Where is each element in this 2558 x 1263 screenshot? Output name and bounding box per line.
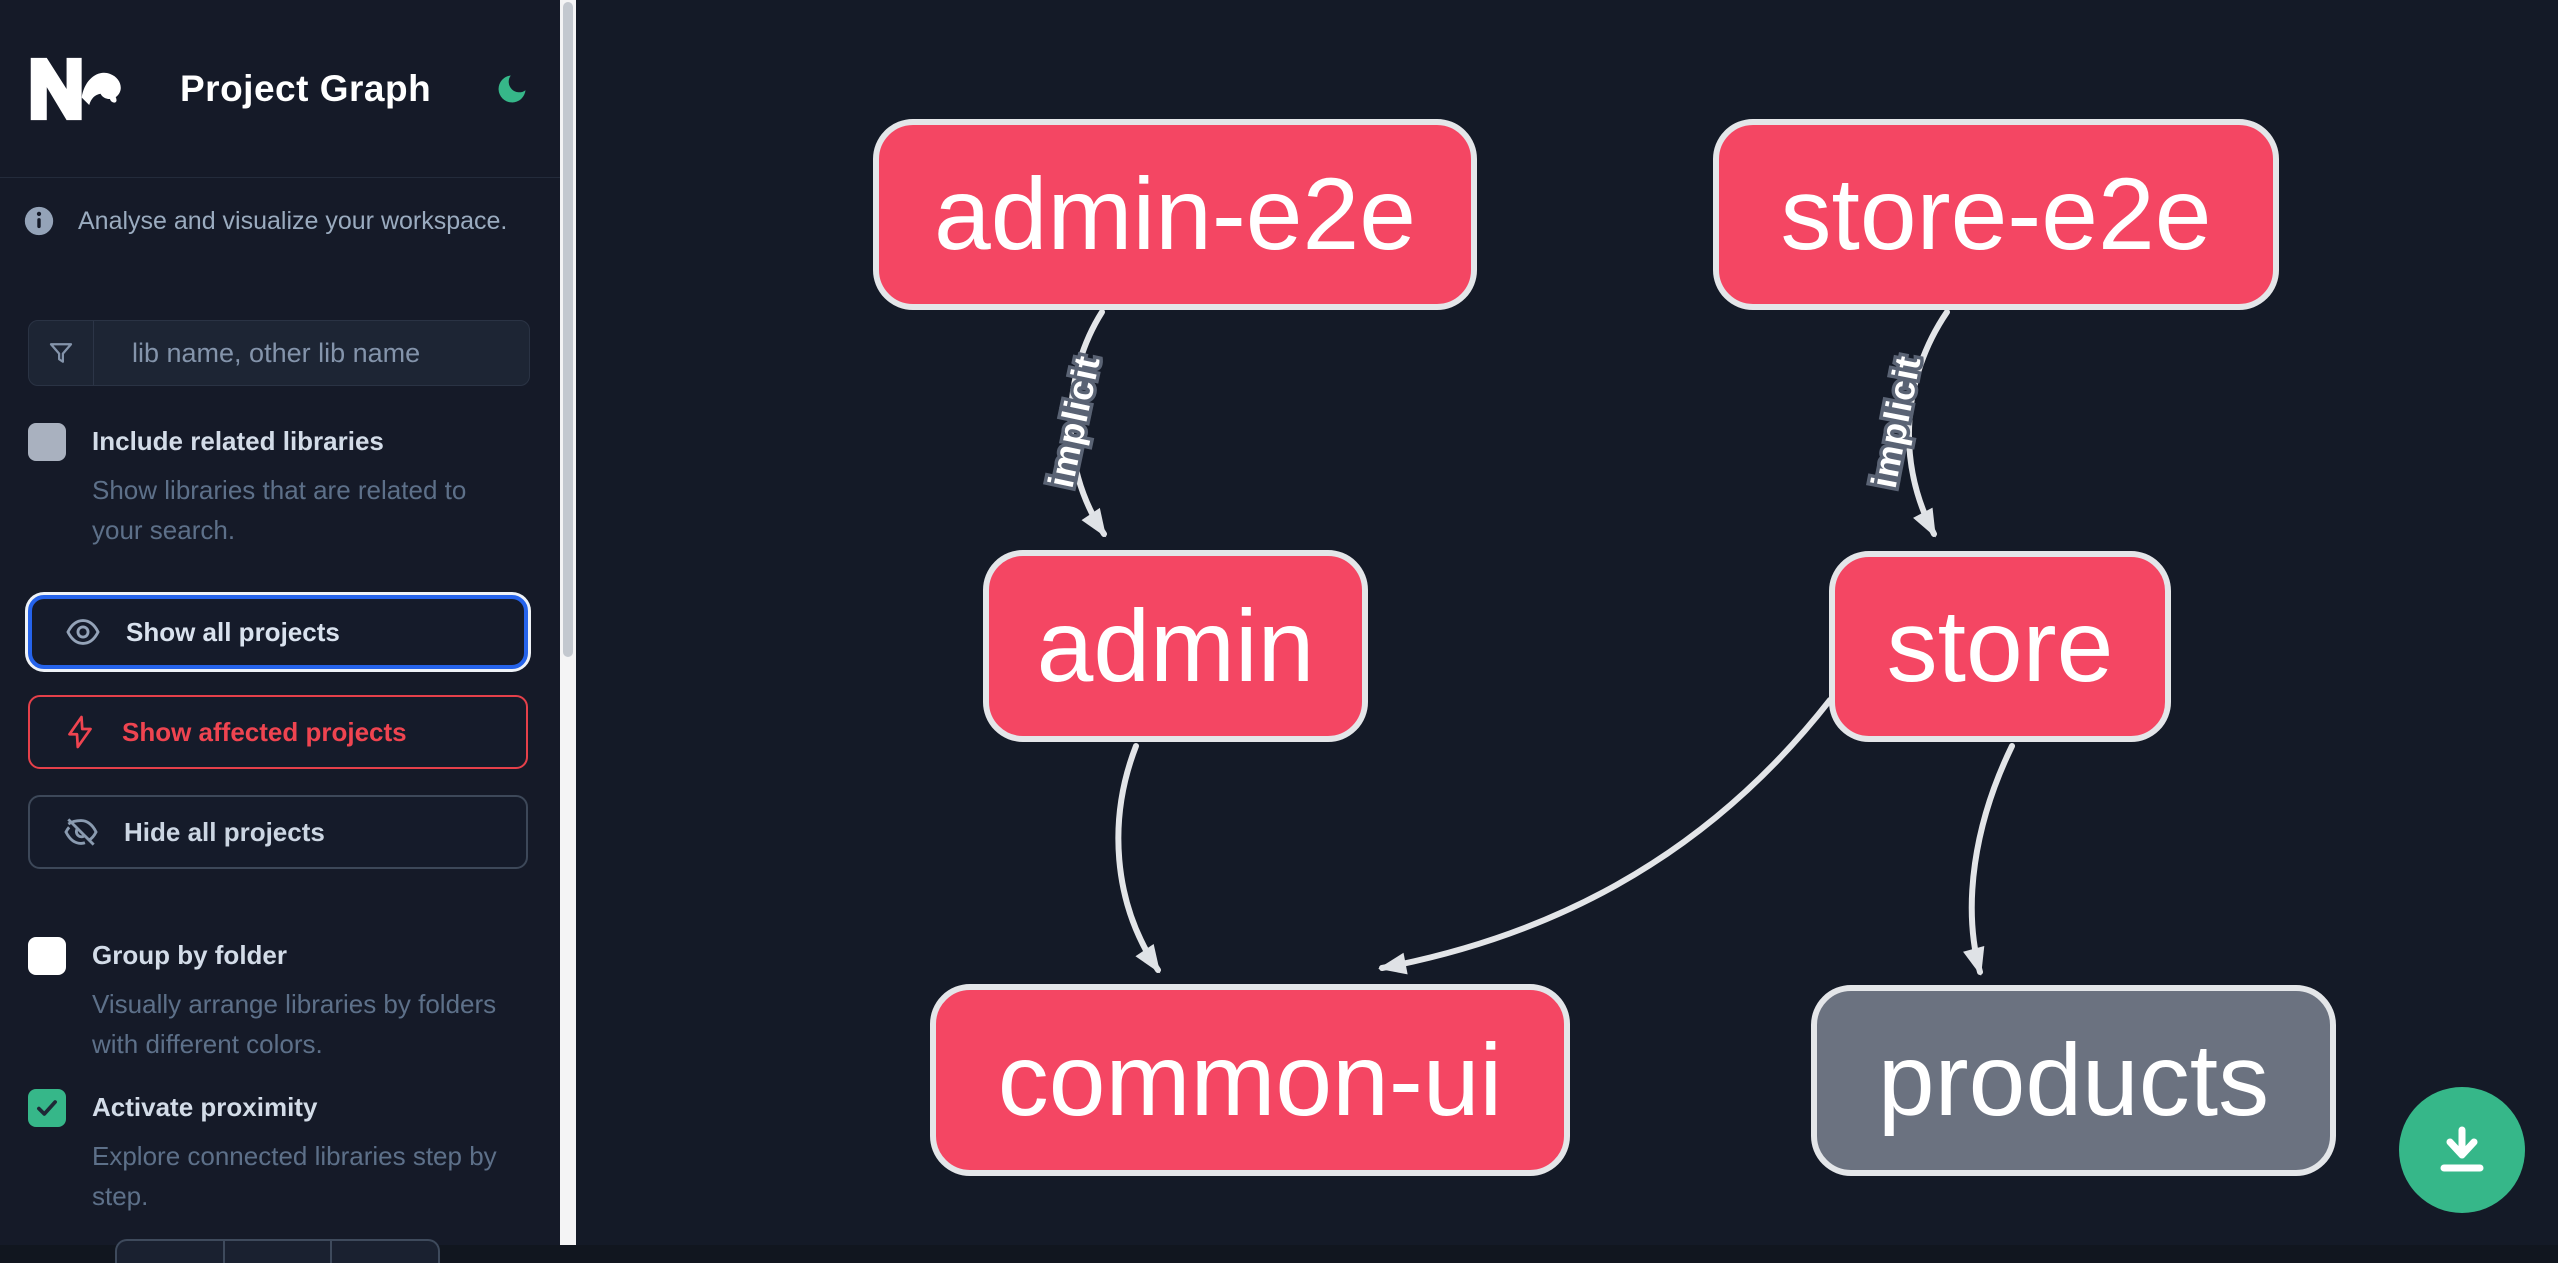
show-affected-projects-label: Show affected projects xyxy=(122,716,407,747)
include-related-checkbox[interactable] xyxy=(28,423,66,461)
group-by-folder-checkbox[interactable] xyxy=(28,937,66,975)
node-label: products xyxy=(1877,1023,2270,1137)
node-label: store xyxy=(1886,589,2114,703)
option-group-by-folder: Group by folder Visually arrange librari… xyxy=(28,936,532,1064)
edge-admin-e2e-to-admin[interactable] xyxy=(1067,309,1107,538)
bolt-icon xyxy=(68,715,92,749)
option-include-related: Include related libraries Show libraries… xyxy=(28,422,532,550)
edge-store-to-common-ui[interactable] xyxy=(1378,697,1833,975)
check-icon xyxy=(37,1100,57,1116)
hide-all-projects-button[interactable]: Hide all projects xyxy=(28,795,528,869)
node-label: admin-e2e xyxy=(934,157,1416,271)
graph-node-common-ui[interactable]: common-ui xyxy=(930,984,1570,1176)
search-input[interactable] xyxy=(94,321,529,385)
activate-proximity-label[interactable]: Activate proximity xyxy=(92,1092,318,1122)
workspace-info: Analyse and visualize your workspace. xyxy=(22,204,532,238)
nx-logo xyxy=(30,57,121,120)
graph-node-store[interactable]: store xyxy=(1829,551,2171,742)
edge-store-to-products[interactable] xyxy=(1963,743,2015,976)
node-label: admin xyxy=(1036,588,1315,703)
show-all-projects-button[interactable]: Show all projects xyxy=(28,595,528,669)
filter-icon xyxy=(29,321,94,385)
workspace-info-text: Analyse and visualize your workspace. xyxy=(78,206,508,235)
graph-node-admin-e2e[interactable]: admin-e2e xyxy=(873,119,1477,310)
graph-node-products[interactable]: products xyxy=(1811,985,2336,1176)
page-title: Project Graph xyxy=(180,67,432,109)
sidebar-scrollbar-track[interactable] xyxy=(560,0,576,1245)
edge-store-e2e-to-store[interactable] xyxy=(1905,309,1950,538)
edge-label-implicit: implicit xyxy=(1040,352,1108,492)
eye-icon xyxy=(66,619,100,645)
option-activate-proximity: Activate proximity Explore connected lib… xyxy=(28,1088,532,1216)
include-related-description: Show libraries that are related to your … xyxy=(92,475,467,545)
download-button[interactable] xyxy=(2399,1087,2525,1213)
node-label: store-e2e xyxy=(1780,157,2212,271)
include-related-label[interactable]: Include related libraries xyxy=(92,426,384,456)
theme-toggle-button[interactable] xyxy=(494,71,530,107)
search-box xyxy=(28,320,530,386)
group-by-folder-description: Visually arrange libraries by folders wi… xyxy=(92,989,497,1059)
graph-node-store-e2e[interactable]: store-e2e xyxy=(1713,119,2279,310)
proximity-depth-stepper[interactable] xyxy=(115,1239,440,1263)
node-label: common-ui xyxy=(997,1022,1503,1137)
hide-all-projects-label: Hide all projects xyxy=(124,816,325,847)
moon-icon xyxy=(498,75,526,102)
activate-proximity-description: Explore connected libraries step by step… xyxy=(92,1141,497,1211)
eye-off-icon xyxy=(64,818,98,846)
graph-node-admin[interactable]: admin xyxy=(983,550,1368,742)
show-affected-projects-button[interactable]: Show affected projects xyxy=(28,695,528,769)
edge-admin-to-common-ui[interactable] xyxy=(1115,743,1161,974)
group-by-folder-label[interactable]: Group by folder xyxy=(92,940,287,970)
activate-proximity-checkbox[interactable] xyxy=(28,1089,66,1127)
sidebar-header: Project Graph xyxy=(0,0,560,178)
show-all-projects-label: Show all projects xyxy=(126,616,340,647)
download-icon xyxy=(2440,1126,2484,1172)
sidebar-scrollbar-thumb[interactable] xyxy=(563,2,573,657)
sidebar: Project Graph Analyse and visualize your… xyxy=(0,0,560,1263)
edge-label-implicit: implicit xyxy=(1863,352,1929,491)
info-icon xyxy=(24,206,54,236)
